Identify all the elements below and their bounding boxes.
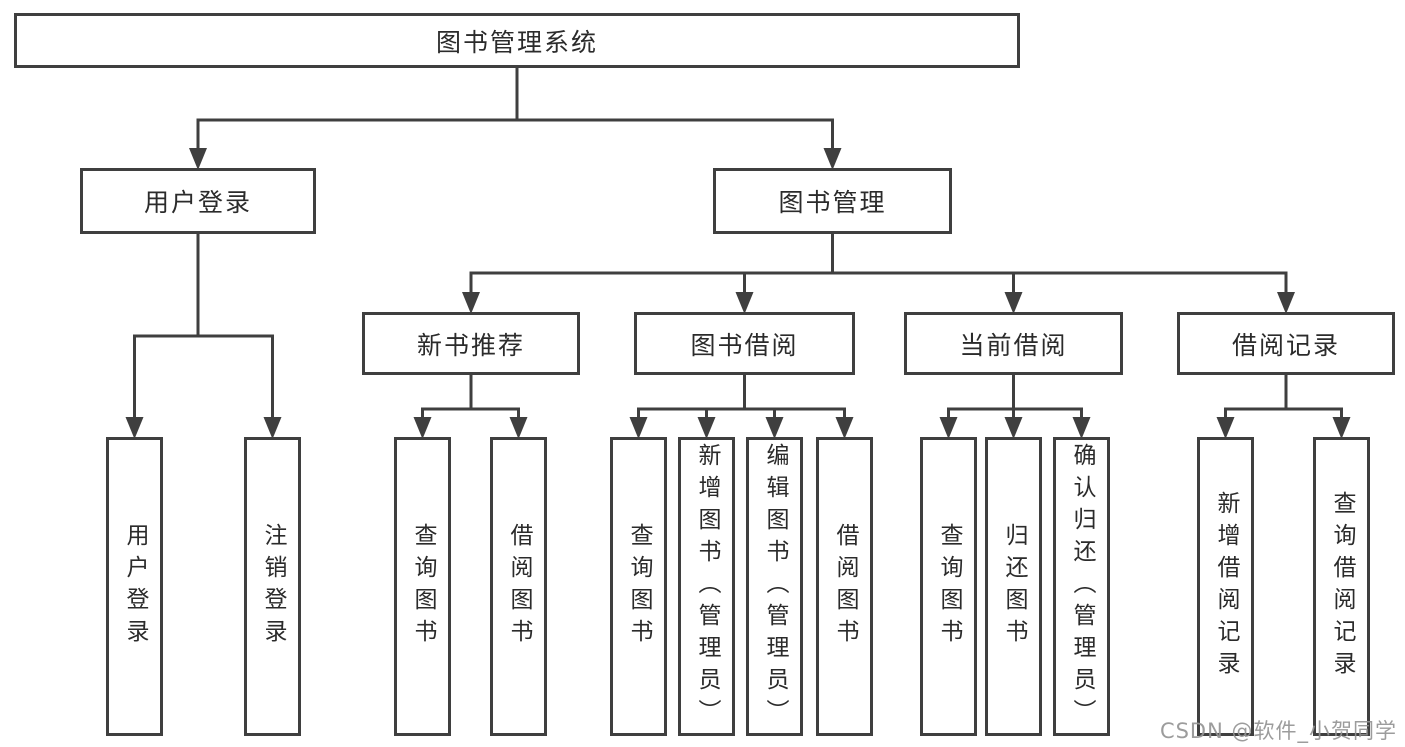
node-root: 图书管理系统 <box>14 13 1020 68</box>
node-book-borrow: 图书借阅 <box>634 312 855 375</box>
node-new-book-recommend: 新书推荐 <box>362 312 580 375</box>
node-leaf-logout: 注销登录 <box>244 437 301 736</box>
watermark: CSDN @软件_小贺同学 <box>1159 719 1397 743</box>
node-book-management: 图书管理 <box>713 168 952 234</box>
node-current-borrow: 当前借阅 <box>904 312 1123 375</box>
node-leaf-borrow-books-1: 借阅图书 <box>490 437 547 736</box>
node-leaf-query-books-3: 查询图书 <box>920 437 977 736</box>
connector-root <box>189 66 842 170</box>
connector-current-borrow <box>939 373 1091 439</box>
node-leaf-query-books-1: 查询图书 <box>394 437 451 736</box>
connector-user-login <box>125 232 282 439</box>
connector-book-management <box>462 232 1295 314</box>
node-leaf-edit-book-admin: 编辑图书（管理员） <box>746 437 803 736</box>
node-leaf-query-books-2: 查询图书 <box>610 437 667 736</box>
node-user-login: 用户登录 <box>80 168 316 234</box>
node-borrow-records: 借阅记录 <box>1177 312 1395 375</box>
node-leaf-add-borrow-rec: 新增借阅记录 <box>1197 437 1254 736</box>
connector-book-borrow <box>629 373 854 439</box>
node-leaf-borrow-books-2: 借阅图书 <box>816 437 873 736</box>
node-leaf-return-book: 归还图书 <box>985 437 1042 736</box>
node-leaf-add-book-admin: 新增图书（管理员） <box>678 437 735 736</box>
connector-new-book-recommend <box>413 373 528 439</box>
node-leaf-user-login: 用户登录 <box>106 437 163 736</box>
node-leaf-confirm-return: 确认归还（管理员） <box>1053 437 1110 736</box>
node-leaf-query-borrow-rec: 查询借阅记录 <box>1313 437 1370 736</box>
connector-borrow-records <box>1216 373 1351 439</box>
